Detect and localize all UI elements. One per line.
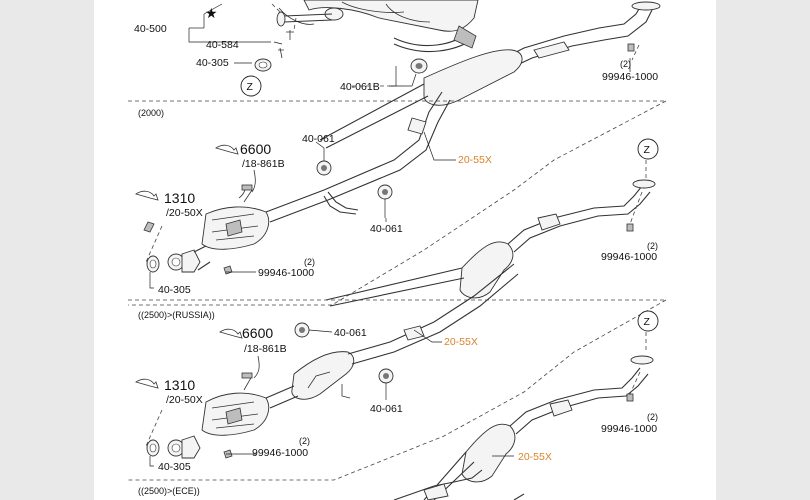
part-99946-1000-top[interactable]: 99946-1000: [602, 71, 658, 83]
reference-z-marker-2000: [637, 138, 659, 160]
part-99946-1000-right-russia[interactable]: 99946-1000: [601, 423, 657, 435]
qty-right-russia: (2): [647, 412, 658, 422]
section-title-ece: ((2500)>(ECE)): [138, 486, 200, 496]
ref-6600-russia[interactable]: 6600: [242, 325, 273, 341]
ref-20-50x[interactable]: /20-50X: [166, 207, 203, 219]
parts-diagram-sheet: ★ 40-500 40-584 40-305 Z 40-061B (2) 999…: [94, 0, 716, 500]
highlight-20-55x-russia-b[interactable]: 20-55X: [518, 451, 552, 463]
ref-6600[interactable]: 6600: [240, 141, 271, 157]
highlight-20-55x[interactable]: 20-55X: [458, 154, 492, 166]
section-title-russia: ((2500)>(RUSSIA)): [138, 310, 215, 320]
part-40-061-upper-russia[interactable]: 40-061: [334, 327, 367, 339]
ref-18-861b[interactable]: /18-861B: [242, 158, 285, 170]
part-99946-1000-left[interactable]: 99946-1000: [258, 267, 314, 279]
part-40-061-lower-russia[interactable]: 40-061: [370, 403, 403, 415]
part-40-061b[interactable]: 40-061B: [340, 81, 380, 93]
section-title-2000: (2000): [138, 108, 164, 118]
tool-icon: [219, 328, 243, 339]
section-border-2000: [128, 100, 667, 306]
reference-z-label-russia: Z: [644, 316, 651, 328]
reference-z-label-2000: Z: [644, 144, 651, 156]
ref-1310[interactable]: 1310: [164, 190, 195, 206]
part-40-584[interactable]: 40-584: [206, 39, 239, 51]
tool-icon: [215, 144, 239, 155]
section-2000-assembly: Z 6600 /18-861B 1310 /20-50X 40-061 40-0…: [135, 91, 659, 307]
section-border-russia: [128, 299, 667, 481]
reference-z-marker: [240, 75, 262, 97]
part-40-305[interactable]: 40-305: [158, 284, 191, 296]
part-40-305-top[interactable]: 40-305: [196, 57, 229, 69]
top-assembly: ★ 40-500 40-584 40-305 Z 40-061B (2) 999…: [134, 0, 661, 149]
part-40-061-lower[interactable]: 40-061: [370, 223, 403, 235]
qty-top: (2): [620, 59, 631, 69]
reference-z-label: Z: [247, 81, 254, 93]
qty-left-russia: (2): [299, 436, 310, 446]
tool-icon: [135, 190, 159, 201]
part-40-061-upper[interactable]: 40-061: [302, 133, 335, 145]
part-40-500[interactable]: 40-500: [134, 23, 167, 35]
qty-right: (2): [647, 241, 658, 251]
part-99946-1000-right[interactable]: 99946-1000: [601, 251, 657, 263]
part-99946-1000-left-russia[interactable]: 99946-1000: [252, 447, 308, 459]
reference-z-marker-russia: [637, 310, 659, 332]
tool-icon: [135, 378, 159, 389]
star-icon: ★: [205, 5, 218, 21]
ref-1310-russia[interactable]: 1310: [164, 377, 195, 393]
ref-20-50x-russia[interactable]: /20-50X: [166, 394, 203, 406]
part-40-305-russia[interactable]: 40-305: [158, 461, 191, 473]
qty-left: (2): [304, 257, 315, 267]
section-russia-assembly: Z 6600 /18-861B 1310 /20-50X 40-061 40-0…: [135, 263, 659, 500]
highlight-20-55x-russia-a[interactable]: 20-55X: [444, 336, 478, 348]
exhaust-system-diagram: ★ 40-500 40-584 40-305 Z 40-061B (2) 999…: [128, 0, 667, 500]
ref-18-861b-russia[interactable]: /18-861B: [244, 343, 287, 355]
